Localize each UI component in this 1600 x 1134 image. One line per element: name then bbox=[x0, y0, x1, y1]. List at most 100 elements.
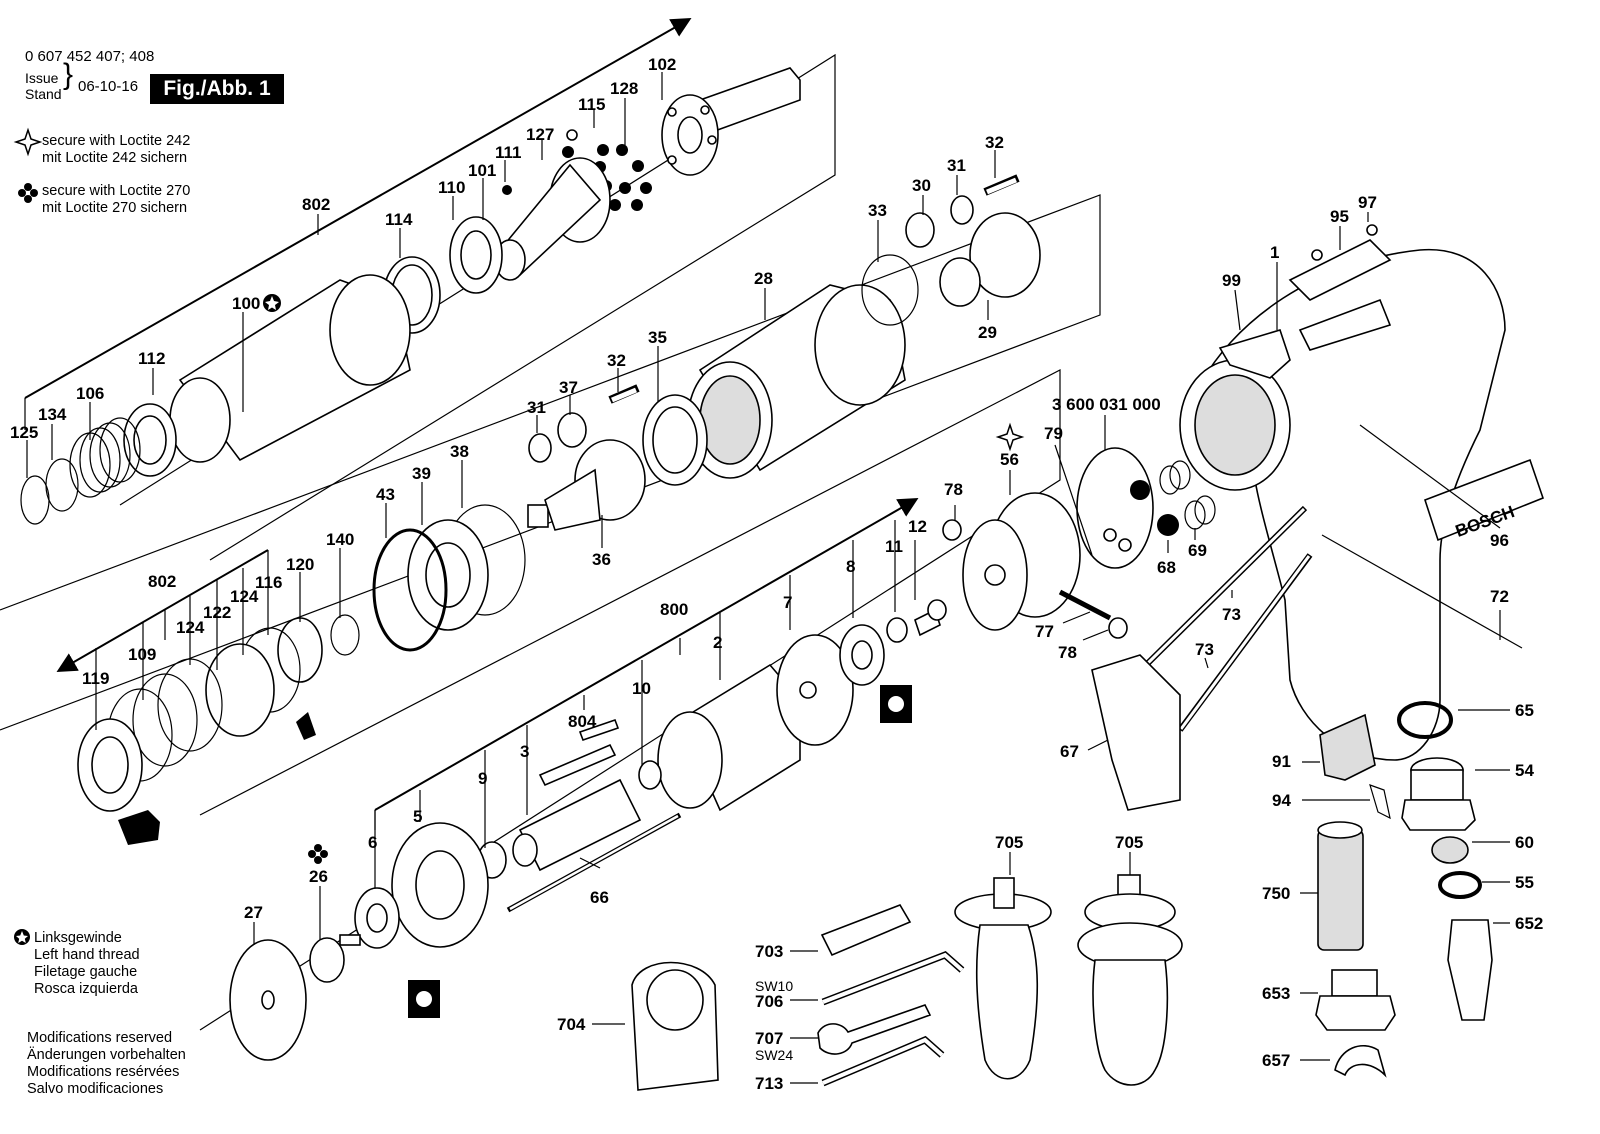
label-7: 7 bbox=[783, 593, 792, 612]
part-endcap-56 bbox=[962, 492, 1081, 631]
label-125: 125 bbox=[10, 423, 38, 442]
bearing-press-icon bbox=[408, 685, 912, 1018]
label-1: 1 bbox=[1270, 243, 1279, 262]
label-31-mid: 31 bbox=[527, 398, 546, 417]
label-67: 67 bbox=[1060, 742, 1079, 761]
label-72: 72 bbox=[1490, 587, 1509, 606]
part-endplate-5 bbox=[391, 822, 489, 948]
label-102: 102 bbox=[648, 55, 676, 74]
part-oring-43 bbox=[372, 528, 448, 652]
label-128: 128 bbox=[610, 79, 638, 98]
part-plate-3600031000 bbox=[1076, 447, 1154, 569]
part-circlip-125 bbox=[20, 475, 50, 525]
label-78-bottom: 78 bbox=[1058, 643, 1077, 662]
label-95: 95 bbox=[1330, 207, 1349, 226]
part-bolt-77 bbox=[1058, 589, 1112, 621]
label-sw10: SW10 bbox=[755, 978, 793, 994]
part-ring-134 bbox=[45, 458, 79, 512]
part-ring-140 bbox=[330, 614, 360, 656]
label-109: 109 bbox=[128, 645, 156, 664]
part-pinion-26 bbox=[309, 934, 361, 983]
assembly-line-top bbox=[24, 18, 692, 430]
label-140: 140 bbox=[326, 530, 354, 549]
stand-label: Stand bbox=[25, 86, 62, 102]
label-5: 5 bbox=[413, 807, 422, 826]
label-706: 706 bbox=[755, 992, 783, 1011]
part-key-713 bbox=[821, 1035, 945, 1087]
left-thread-note-de: Linksgewinde bbox=[34, 930, 122, 946]
part-endplate-7 bbox=[776, 634, 854, 746]
part-shaft-102 bbox=[661, 67, 801, 176]
label-3: 3 bbox=[520, 742, 529, 761]
label-115: 115 bbox=[578, 95, 605, 114]
modifications-note-en: Modifications reserved bbox=[27, 1030, 173, 1046]
label-69: 69 bbox=[1188, 541, 1207, 560]
label-111: 111 bbox=[495, 143, 522, 162]
loctite-270-mark-26 bbox=[308, 844, 328, 864]
part-pin-66 bbox=[506, 812, 682, 913]
part-bearing-8 bbox=[839, 624, 885, 686]
label-94: 94 bbox=[1272, 791, 1291, 810]
label-703: 703 bbox=[755, 942, 783, 961]
label-124-lower: 124 bbox=[176, 618, 205, 637]
label-99: 99 bbox=[1222, 271, 1241, 290]
label-33: 33 bbox=[868, 201, 887, 220]
label-27: 27 bbox=[244, 903, 263, 922]
part-blades-804 bbox=[538, 718, 620, 787]
label-114: 114 bbox=[385, 210, 413, 229]
label-804: 804 bbox=[568, 712, 597, 731]
part-nipple-703 bbox=[820, 904, 912, 957]
label-97: 97 bbox=[1358, 193, 1377, 212]
label-66: 66 bbox=[590, 888, 609, 907]
loctite-242-de: mit Loctite 242 sichern bbox=[42, 150, 188, 166]
label-112: 112 bbox=[138, 349, 165, 368]
label-713: 713 bbox=[755, 1074, 783, 1093]
left-thread-mark-100 bbox=[263, 294, 281, 312]
part-washer-11 bbox=[886, 617, 908, 643]
label-sw24: SW24 bbox=[755, 1047, 793, 1063]
loctite-270-en: secure with Loctite 270 bbox=[42, 183, 191, 199]
part-screw-12 bbox=[914, 599, 947, 637]
label-79: 79 bbox=[1044, 424, 1063, 443]
label-28: 28 bbox=[754, 269, 773, 288]
label-35: 35 bbox=[648, 328, 667, 347]
part-fitting-54 bbox=[1401, 757, 1476, 831]
part-key-706 bbox=[821, 950, 965, 1006]
modifications-note-es: Salvo modificaciones bbox=[27, 1081, 164, 1097]
label-37: 37 bbox=[559, 378, 578, 397]
label-134: 134 bbox=[38, 405, 67, 424]
label-26: 26 bbox=[309, 867, 328, 886]
part-ring-35 bbox=[642, 394, 708, 486]
label-32-mid: 32 bbox=[607, 351, 626, 370]
label-652: 652 bbox=[1515, 914, 1543, 933]
label-73-upper: 73 bbox=[1222, 605, 1241, 624]
label-2: 2 bbox=[713, 633, 722, 652]
loctite-242-icon bbox=[13, 127, 43, 157]
part-carrier-36 bbox=[527, 439, 646, 531]
label-78-top: 78 bbox=[944, 480, 963, 499]
part-plug-78 bbox=[942, 519, 1128, 639]
loctite-270-de: mit Loctite 270 sichern bbox=[42, 200, 188, 216]
label-707: 707 bbox=[755, 1029, 783, 1048]
label-54: 54 bbox=[1515, 761, 1534, 780]
issue-date: 06-10-16 bbox=[78, 78, 139, 95]
label-106: 106 bbox=[76, 384, 104, 403]
part-balls-springs-68-69 bbox=[1130, 460, 1216, 536]
label-8: 8 bbox=[846, 557, 855, 576]
part-spindle-101 bbox=[494, 157, 611, 281]
part-rotor-3 bbox=[512, 778, 642, 872]
label-9: 9 bbox=[478, 769, 487, 788]
label-31-top: 31 bbox=[947, 156, 966, 175]
label-60: 60 bbox=[1515, 833, 1534, 852]
label-12: 12 bbox=[908, 517, 927, 536]
label-55: 55 bbox=[1515, 873, 1534, 892]
label-750: 750 bbox=[1262, 884, 1290, 903]
part-bearing-39 bbox=[407, 519, 489, 631]
left-thread-icon bbox=[14, 929, 30, 945]
part-bushing-112 bbox=[123, 403, 177, 477]
label-36: 36 bbox=[592, 550, 611, 569]
loctite-270-icon bbox=[18, 183, 38, 203]
part-bearing-6 bbox=[354, 887, 400, 949]
part-silencer-750 bbox=[1317, 821, 1364, 951]
label-800: 800 bbox=[660, 600, 688, 619]
